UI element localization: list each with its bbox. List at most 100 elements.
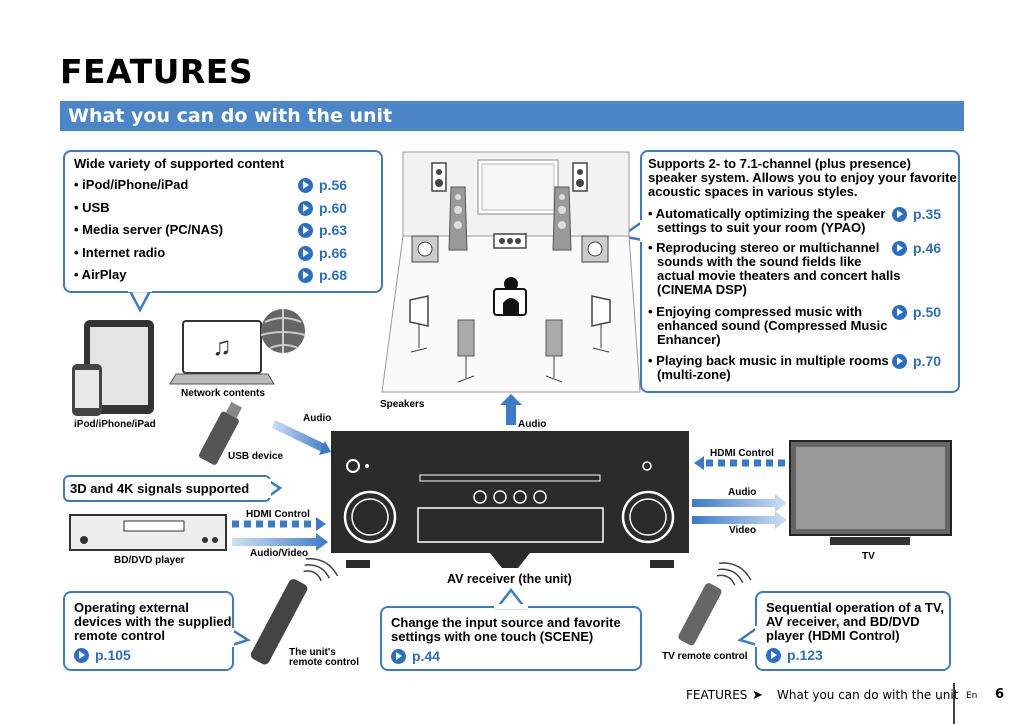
usb-label: USB device: [228, 451, 284, 462]
speaker-item-text: settings to suit your room (YPAO): [657, 220, 866, 235]
speaker-item-text: • Playing back music in multiple rooms: [648, 353, 889, 368]
arrow-right-icon: [298, 222, 313, 238]
arrow-right-icon: [298, 267, 313, 283]
speaker-item-text: actual movie theaters and concert halls: [657, 268, 901, 283]
external-callout-text: Operating external: [74, 600, 189, 615]
content-item-label: • USB: [74, 200, 110, 215]
external-callout-text: remote control: [74, 628, 166, 643]
arrow-right-icon: [892, 353, 907, 369]
footer-subsection: What you can do with the unit: [777, 688, 959, 702]
signals-callout: 3D and 4K signals supported: [63, 475, 271, 502]
page-ref-link[interactable]: p.123: [766, 647, 823, 663]
content-item-label: • Media server (PC/NAS): [74, 222, 224, 237]
ipod-iphone-ipad-icon: [72, 320, 154, 416]
external-callout-text: devices with the supplied: [74, 614, 232, 629]
arrow-right-icon: [892, 240, 907, 256]
scene-callout: Change the input source and favorite set…: [380, 606, 642, 671]
speaker-item-text: Enhancer): [657, 332, 721, 347]
tv-icon: [789, 440, 952, 545]
hdmi-callout-text: Sequential operation of a TV,: [766, 600, 944, 615]
svg-text:♫: ♫: [212, 331, 232, 361]
callout-tail: [230, 627, 251, 647]
bd-dvd-player-icon: [69, 514, 227, 551]
speaker-item-text: • Enjoying compressed music with: [648, 304, 863, 319]
content-item-label: • iPod/iPhone/iPad: [74, 177, 189, 192]
arrow-right-icon: [298, 200, 313, 216]
tv-remote-control-icon: [678, 562, 752, 646]
arrow-head: [694, 456, 704, 470]
speaker-item-text: sounds with the sound fields like: [657, 254, 862, 269]
content-item-label: • Internet radio: [74, 245, 166, 260]
network-label: Network contents: [181, 388, 265, 399]
ipod-label: iPod/iPhone/iPad: [74, 419, 156, 430]
callout-tail-cover: [640, 220, 645, 242]
bd-dvd-label: BD/DVD player: [114, 555, 185, 566]
page-ref-link[interactable]: p.56: [298, 177, 347, 193]
hdmi-control-label: HDMI Control: [710, 448, 774, 459]
arrow-right-icon: [766, 647, 781, 663]
audio-up-arrow: [500, 394, 522, 425]
callout-tail: [127, 289, 153, 313]
arrow-right-icon: [298, 245, 313, 261]
callout-tail: [737, 625, 759, 647]
tv-remote-label: TV remote control: [662, 651, 748, 662]
av-receiver-icon: [331, 431, 689, 568]
hdmi-callout-text: AV receiver, and BD/DVD: [766, 614, 920, 629]
section-title: What you can do with the unit: [68, 105, 393, 127]
speaker-item-text: • Reproducing stereo or multichannel: [648, 240, 880, 255]
audio-arrow: [272, 420, 327, 452]
arrow-head: [316, 517, 326, 531]
video-tv-arrow: [692, 511, 787, 529]
unit-remote-label: The unit's: [289, 647, 336, 658]
callout-tail-cover: [755, 626, 760, 647]
arrow-head: [319, 441, 331, 455]
page-number: 6: [995, 687, 1005, 702]
hdmi-callout: Sequential operation of a TV, AV receive…: [755, 591, 951, 671]
content-item-label: • AirPlay: [74, 267, 127, 282]
audio-label: Audio: [728, 487, 757, 498]
section-band: What you can do with the unit: [60, 101, 964, 131]
speaker-item-text: • Automatically optimizing the speaker: [648, 206, 886, 221]
page-ref-link[interactable]: p.60: [298, 200, 347, 216]
content-callout-title: Wide variety of supported content: [74, 156, 285, 171]
receiver-label: AV receiver (the unit): [447, 572, 572, 586]
speaker-item-text: (multi-zone): [657, 367, 731, 382]
callout-tail-cover: [229, 628, 234, 647]
page-title: FEATURES: [60, 52, 254, 91]
footer-section: FEATURES: [686, 688, 748, 702]
arrow-right-icon: [298, 177, 313, 193]
scene-callout-text: Change the input source and favorite: [391, 615, 621, 630]
arrow-right-icon: [892, 304, 907, 320]
footer-arrow-icon: ➤: [752, 688, 763, 703]
page-ref-link[interactable]: p.46: [892, 240, 941, 256]
speaker-item-text: (CINEMA DSP): [657, 282, 747, 297]
hdmi-callout-text: player (HDMI Control): [766, 628, 900, 643]
page-ref-link[interactable]: p.66: [298, 245, 347, 261]
audio-label: Audio: [303, 413, 332, 424]
page-ref-link[interactable]: p.70: [892, 353, 941, 369]
network-laptop-icon: ♫: [169, 320, 275, 385]
arrow-right-icon: [391, 648, 406, 664]
audio-video-label: Audio/Video: [250, 548, 309, 559]
content-callout: Wide variety of supported content • iPod…: [63, 150, 383, 293]
page-ref-link[interactable]: p.68: [298, 267, 347, 283]
arrow-right-icon: [892, 206, 907, 222]
external-callout: Operating external devices with the supp…: [63, 591, 234, 671]
usb-device-icon: [198, 401, 243, 465]
tv-label: TV: [862, 551, 875, 562]
callout-tail-cover: [266, 479, 271, 498]
page-ref-link[interactable]: p.105: [74, 647, 131, 663]
unit-remote-label: remote control: [289, 657, 360, 668]
speaker-item-text: enhanced sound (Compressed Music: [657, 318, 888, 333]
page-ref-link[interactable]: p.50: [892, 304, 941, 320]
speaker-callout-title: acoustic spaces in various styles.: [648, 184, 858, 199]
page-ref-link[interactable]: p.35: [892, 206, 941, 222]
page-ref-link[interactable]: p.63: [298, 222, 347, 238]
speaker-callout-title: Supports 2- to 7.1-channel (plus presenc…: [648, 156, 911, 171]
page-ref-link[interactable]: p.44: [391, 648, 440, 664]
video-label: Video: [729, 525, 757, 536]
hdmi-control-label: HDMI Control: [246, 509, 310, 520]
audio-video-bd-arrow: [232, 533, 328, 551]
scene-callout-text: settings with one touch (SCENE): [391, 629, 594, 644]
